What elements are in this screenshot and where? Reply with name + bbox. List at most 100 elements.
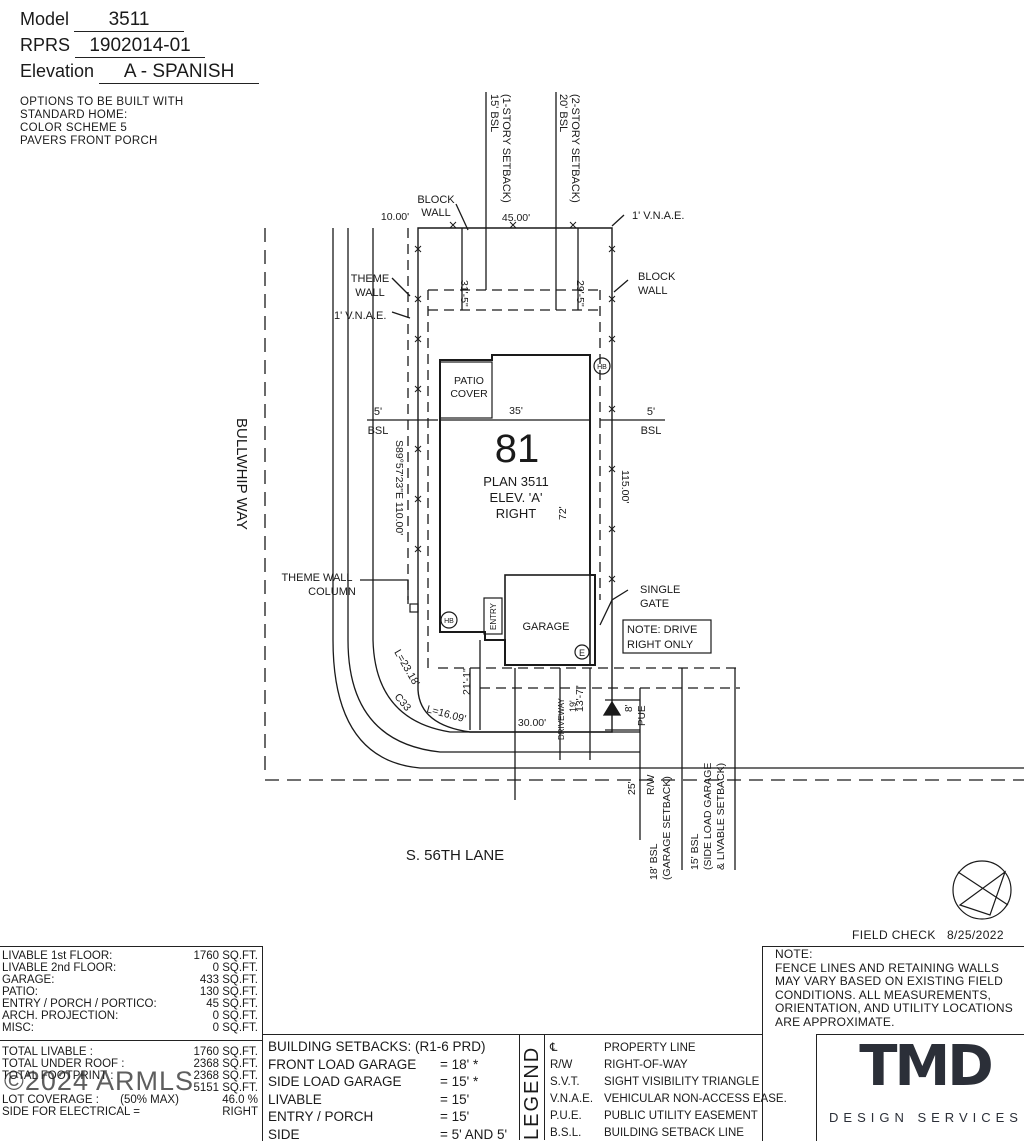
total-value: 5151 SQ.FT.: [189, 1082, 260, 1094]
company-logo-subtitle: DESIGN SERVICES: [828, 1110, 1024, 1125]
dim-house-width: 35': [509, 405, 523, 417]
area-label: PATIO:: [0, 986, 182, 998]
note-line: ORIENTATION, AND UTILITY LOCATIONS: [775, 1002, 1013, 1016]
e-label: E: [579, 648, 585, 658]
area-value: 1760 SQ.FT.: [182, 950, 260, 962]
area-value: 0 SQ.FT.: [182, 1010, 260, 1022]
middle-top-rule: [262, 1034, 762, 1035]
setback-row: SIDE= 5' AND 5': [268, 1126, 507, 1143]
total-label: SIDE FOR ELECTRICAL =: [0, 1106, 189, 1118]
dim-pue-width: 8': [624, 704, 635, 712]
area-value: 130 SQ.FT.: [182, 986, 260, 998]
table-row: ARCH. PROJECTION:0 SQ.FT.: [0, 1010, 260, 1022]
theme-wall-column-1: THEME WALL: [281, 572, 352, 584]
entry-label: ENTRY: [489, 602, 498, 630]
table-row: TOTAL FOOTPRINT :2368 SQ.FT.: [0, 1070, 260, 1082]
setback-1-story-1: 15' BSL: [488, 94, 500, 132]
table-row: LIVABLE 2nd FLOOR:0 SQ.FT.: [0, 962, 260, 974]
area-value: 0 SQ.FT.: [182, 962, 260, 974]
table-row: TOTAL UNDER ROOF :2368 SQ.FT.: [0, 1058, 260, 1070]
vnae-left: 1' V.N.A.E.: [334, 310, 386, 322]
dim-right-setback: 5': [647, 406, 655, 418]
patio-label-2: COVER: [450, 388, 488, 400]
company-logo: TMD: [830, 1036, 1020, 1098]
note-line: NOTE:: [775, 948, 1013, 962]
plan-elevation: ELEV. 'A': [490, 490, 543, 505]
north-arrow-circle: [953, 861, 1011, 919]
legend-title-divider: [519, 1034, 520, 1140]
area-value: 0 SQ.FT.: [182, 1022, 260, 1034]
dim-front-1: 21'-1": [461, 668, 473, 695]
street-side-label: BULLWHIP WAY: [233, 418, 250, 530]
note-line: FENCE LINES AND RETAINING WALLS: [775, 962, 1013, 976]
table-row: LOT COVERAGE : (50% MAX)46.0 %: [0, 1094, 260, 1106]
area-value: 433 SQ.FT.: [182, 974, 260, 986]
table-row: PATIO:130 SQ.FT.: [0, 986, 260, 998]
plan-name: PLAN 3511: [483, 474, 549, 489]
side-setback-2: (SIDE LOAD GARAGE: [702, 763, 714, 870]
note-block: NOTE: FENCE LINES AND RETAINING WALLS MA…: [775, 948, 1013, 1029]
plan-orientation: RIGHT: [496, 506, 537, 521]
note-line: ARE APPROXIMATE.: [775, 1016, 1013, 1030]
theme-wall-1: THEME: [351, 273, 390, 285]
total-label: LOT COVERAGE : (50% MAX): [0, 1094, 189, 1106]
legend-row: V.N.A.E.VEHICULAR NON-ACCESS EASE.: [550, 1091, 787, 1108]
theme-wall-column-marker: [410, 604, 418, 612]
total-mid: (50% MAX): [102, 1094, 179, 1106]
total-label: TOTAL UNDER ROOF :: [0, 1058, 189, 1070]
garage-label: GARAGE: [522, 621, 569, 633]
area-label: GARAGE:: [0, 974, 182, 986]
setback-1-story-2: (1-STORY SETBACK): [500, 94, 512, 203]
field-check: FIELD CHECK 8/25/2022: [852, 928, 1004, 942]
setback-row: SIDE LOAD GARAGE= 15' *: [268, 1073, 507, 1091]
legend-row: S.V.T.SIGHT VISIBILITY TRIANGLE: [550, 1074, 787, 1091]
dim-top-left: 10.00': [381, 211, 409, 223]
totals-table: TOTAL LIVABLE :1760 SQ.FT. TOTAL UNDER R…: [0, 1046, 260, 1118]
total-value: 46.0 %: [189, 1094, 260, 1106]
dim-top-width: 45.00': [502, 212, 530, 224]
total-value: 2368 SQ.FT.: [189, 1058, 260, 1070]
area-value: 45 SQ.FT.: [182, 998, 260, 1010]
drive-note-1: NOTE: DRIVE: [627, 624, 697, 636]
hb-label: HB: [444, 618, 454, 625]
drive-note-2: RIGHT ONLY: [627, 639, 694, 651]
table-row: MISC:0 SQ.FT.: [0, 1022, 260, 1034]
area-label: LIVABLE 1st FLOOR:: [0, 950, 182, 962]
block-wall-top-1: BLOCK: [417, 194, 455, 206]
setback-2-story-1: 20' BSL: [557, 94, 569, 132]
block-wall-right-2: WALL: [638, 285, 668, 297]
dim-driveway-width: 19': [568, 700, 578, 712]
single-gate-2: GATE: [640, 598, 669, 610]
dim-rear-2: 29'-5": [574, 280, 586, 307]
area-label: ARCH. PROJECTION:: [0, 1010, 182, 1022]
table-row: 5151 SQ.FT.: [0, 1082, 260, 1094]
block-wall-top-2: WALL: [421, 207, 451, 219]
side-setback-1: 15' BSL: [689, 833, 701, 870]
pue-marker: [604, 702, 620, 715]
total-value: 2368 SQ.FT.: [189, 1070, 260, 1082]
garage-setback-1: 18' BSL: [648, 843, 660, 880]
area-label: MISC:: [0, 1022, 182, 1034]
legend-divider: [544, 1034, 545, 1140]
legend-row: P.U.E.PUBLIC UTILITY EASEMENT: [550, 1108, 787, 1125]
area-label: ENTRY / PORCH / PORTICO:: [0, 998, 182, 1010]
dim-depth-right: 115.00': [619, 470, 631, 503]
theme-wall-column-2: COLUMN: [308, 586, 356, 598]
table-row: SIDE FOR ELECTRICAL =RIGHT: [0, 1106, 260, 1118]
pue-label: PUE: [637, 705, 648, 726]
dim-left-setback: 5': [374, 406, 382, 418]
vnae-top: 1' V.N.A.E.: [632, 210, 684, 222]
note-line: MAY VARY BASED ON EXISTING FIELD: [775, 975, 1013, 989]
hb-label: HB: [597, 364, 607, 371]
note-line: CONDITIONS. ALL MEASUREMENTS,: [775, 989, 1013, 1003]
area-label: LIVABLE 2nd FLOOR:: [0, 962, 182, 974]
dim-rear-1: 31'-5": [458, 280, 470, 307]
site-plan-drawing: 81 PLAN 3511 ELEV. 'A' RIGHT PATIO COVER…: [0, 0, 1024, 930]
total-value: RIGHT: [189, 1106, 260, 1118]
patio-label-1: PATIO: [454, 375, 484, 387]
table-row: ENTRY / PORCH / PORTICO:45 SQ.FT.: [0, 998, 260, 1010]
side-setback-3: & LIVABLE SETBACK): [715, 763, 727, 870]
dim-rw-depth: 25': [626, 781, 638, 795]
legend-row: ℄PROPERTY LINE: [550, 1040, 787, 1057]
